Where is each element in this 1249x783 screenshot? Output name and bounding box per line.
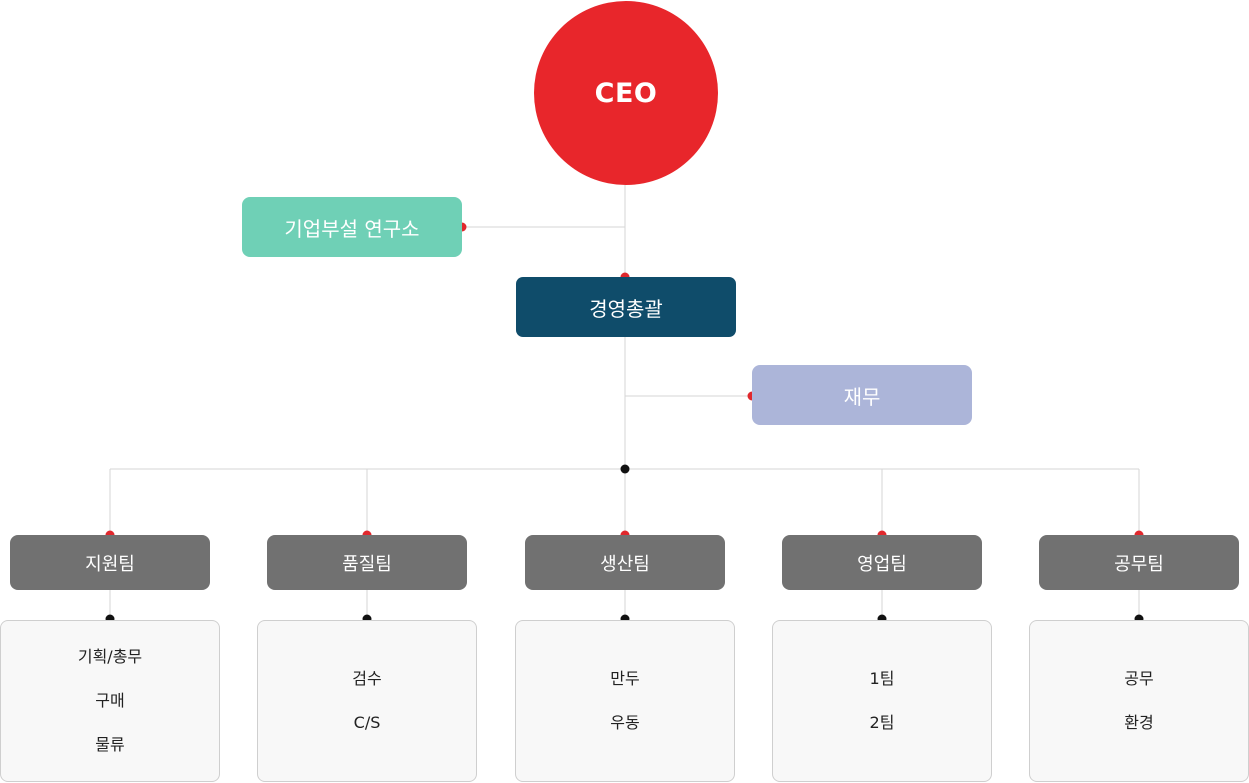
sub-item-cs: C/S [353, 713, 381, 732]
sub-item-team-2: 2팀 [869, 713, 895, 732]
finance-label: 재무 [843, 384, 881, 409]
sub-item-mandu: 만두 [610, 669, 640, 688]
sub-item-team-1: 1팀 [869, 669, 895, 688]
team-support: 지원팀 [10, 535, 210, 590]
finance-node: 재무 [752, 365, 972, 425]
management-node: 경영총괄 [516, 277, 736, 337]
ceo-node: CEO [534, 1, 718, 185]
research-lab-label: 기업부설 연구소 [284, 216, 420, 241]
team-production-label: 생산팀 [600, 553, 650, 575]
team-sales: 영업팀 [782, 535, 982, 590]
team-facility-label: 공무팀 [1114, 553, 1164, 575]
quality-functions-box: 검수 C/S [257, 620, 477, 782]
team-support-label: 지원팀 [85, 553, 135, 575]
facility-functions-box: 공무 환경 [1029, 620, 1249, 782]
team-production: 생산팀 [525, 535, 725, 590]
sub-item-planning: 기획/총무 [77, 647, 143, 666]
sub-item-inspection: 검수 [352, 669, 382, 688]
sub-item-facility: 공무 [1124, 669, 1154, 688]
ceo-label: CEO [594, 77, 658, 109]
management-label: 경영총괄 [589, 296, 663, 321]
dot-team-bus-junction [620, 464, 630, 474]
production-functions-box: 만두 우동 [515, 620, 735, 782]
sub-item-purchasing: 구매 [95, 691, 125, 710]
sub-item-environment: 환경 [1124, 713, 1154, 732]
team-facility: 공무팀 [1039, 535, 1239, 590]
sub-item-logistics: 물류 [95, 735, 125, 754]
team-sales-label: 영업팀 [857, 553, 907, 575]
team-quality: 품질팀 [267, 535, 467, 590]
team-quality-label: 품질팀 [342, 553, 392, 575]
sales-functions-box: 1팀 2팀 [772, 620, 992, 782]
support-functions-box: 기획/총무 구매 물류 [0, 620, 220, 782]
sub-item-udon: 우동 [610, 713, 640, 732]
research-lab-node: 기업부설 연구소 [242, 197, 462, 257]
